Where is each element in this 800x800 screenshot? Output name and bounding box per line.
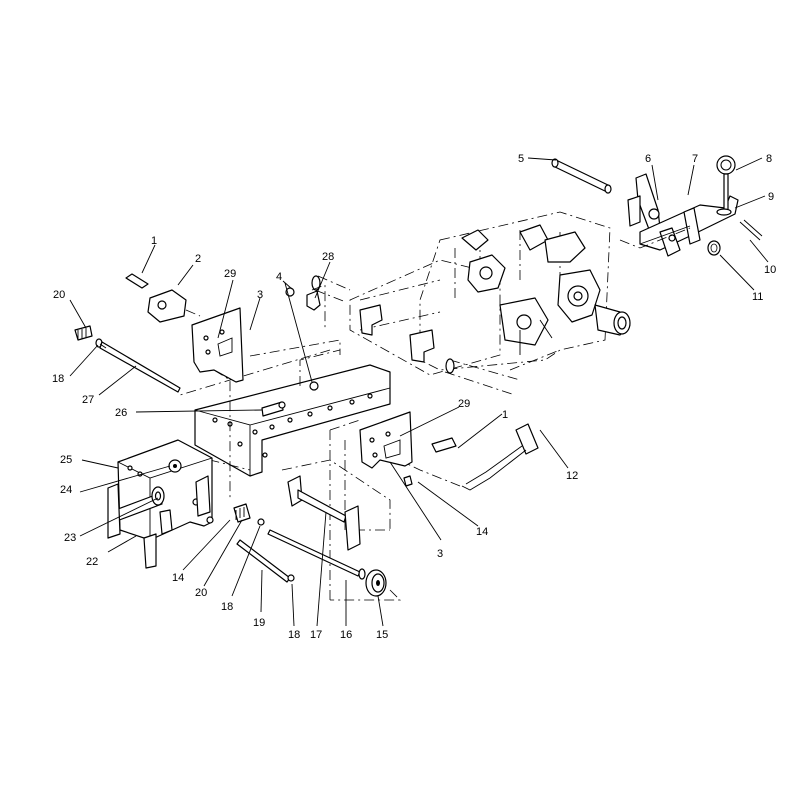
callout-5: 5 [518,153,524,165]
leader-lines [69,157,769,627]
callout-6: 6 [645,153,651,165]
callout-11: 11 [752,291,763,303]
callout-4: 4 [276,271,282,283]
callout-7: 7 [692,153,698,165]
callout-3-lower: 3 [437,548,443,560]
rod-lower-left [233,503,295,583]
callout-26: 26 [115,407,127,419]
rod-upper-left [74,325,181,393]
callout-numbers: 1 2 3 4 5 6 7 8 9 10 11 12 1 29 14 3 15 … [52,153,776,641]
control-rod [394,423,539,491]
callout-23: 23 [64,532,76,544]
callout-29-lower: 29 [458,398,470,410]
callout-20-lower: 20 [195,587,207,599]
side-plate-right [329,411,457,600]
callout-14-left: 14 [172,572,184,584]
callout-25: 25 [60,454,72,466]
hitch-assembly [551,155,763,257]
transmission-housing [311,211,631,396]
callout-27: 27 [82,394,94,406]
callout-1-lower: 1 [502,409,508,421]
callout-3-upper: 3 [257,289,263,301]
callout-15: 15 [376,629,388,641]
callout-29-upper: 29 [224,268,236,280]
callout-18-upper: 18 [52,373,64,385]
callout-22: 22 [86,556,98,568]
callout-19: 19 [253,617,265,629]
callout-8: 8 [766,153,772,165]
callout-18-middle: 18 [221,601,233,613]
callout-24: 24 [60,484,72,496]
callout-28: 28 [322,251,334,263]
callout-2: 2 [195,253,201,265]
callout-20-upper: 20 [53,289,65,301]
callout-18-bottom: 18 [288,629,300,641]
lower-linkage [267,459,401,601]
clip-and-nuts [285,284,326,391]
callout-14-right: 14 [476,526,488,538]
side-plate-left [107,439,214,569]
callout-16: 16 [340,629,352,641]
callout-10: 10 [764,264,776,276]
callout-9: 9 [768,191,774,203]
callout-1-upper: 1 [151,235,157,247]
callout-12: 12 [566,470,578,482]
callout-17: 17 [310,629,322,641]
bolt-26 [261,401,286,417]
